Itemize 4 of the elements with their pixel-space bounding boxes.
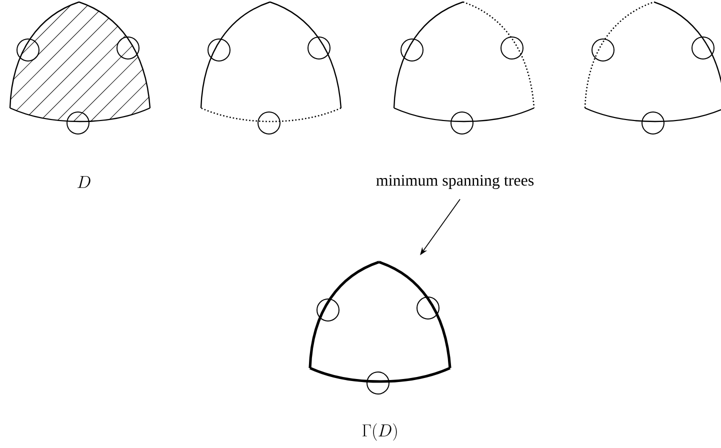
region-label: $D$ [78,176,90,188]
caption-text: minimum spanning trees [376,175,534,190]
figure-label: $\Gamma(D)$ [362,423,397,441]
spanning-tree-drawing [308,260,452,394]
